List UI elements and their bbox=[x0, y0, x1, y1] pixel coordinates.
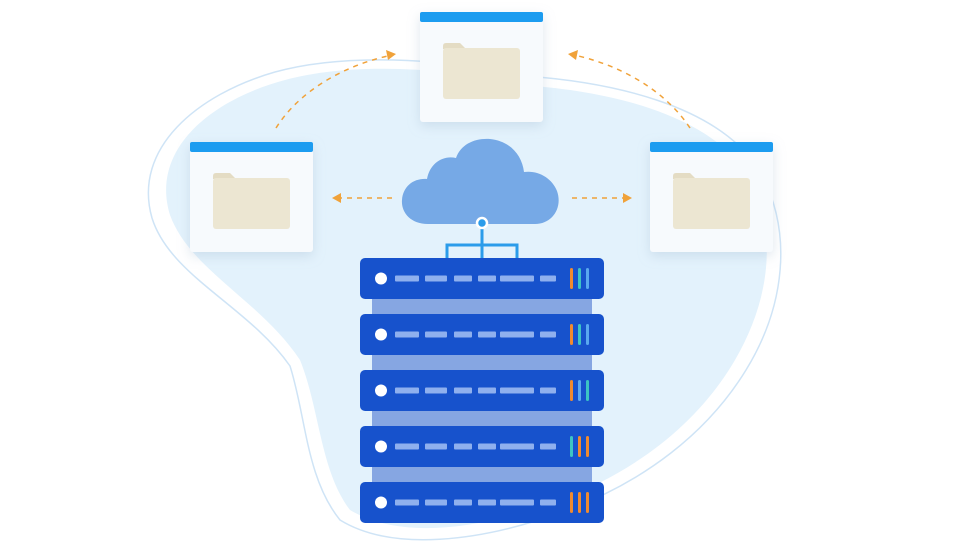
server-led bbox=[375, 496, 387, 509]
server-indicator-bar bbox=[578, 268, 581, 289]
server-slot bbox=[478, 275, 496, 282]
server-slot bbox=[478, 499, 496, 506]
server-slot bbox=[500, 331, 534, 338]
server-led bbox=[375, 328, 387, 341]
connector-node bbox=[475, 216, 489, 230]
server-indicator-bar bbox=[570, 380, 573, 401]
server-indicator-bar bbox=[586, 268, 589, 289]
server-indicator-bar bbox=[578, 492, 581, 513]
server-indicator-bar bbox=[570, 436, 573, 457]
server-slot bbox=[540, 275, 556, 282]
server-indicator-bar bbox=[586, 492, 589, 513]
server-slot bbox=[425, 331, 447, 338]
server-led bbox=[375, 384, 387, 397]
arrow-left-to-top bbox=[275, 54, 393, 129]
server-slot bbox=[478, 331, 496, 338]
server-led bbox=[375, 440, 387, 453]
arrow-head-cloud-to-right bbox=[623, 193, 632, 203]
folder-icon bbox=[213, 173, 290, 229]
server-slot bbox=[454, 499, 472, 506]
folder-window-top bbox=[420, 12, 543, 122]
server-slot bbox=[395, 275, 419, 282]
server-slot bbox=[425, 443, 447, 450]
folder-icon bbox=[443, 43, 520, 99]
arrow-head-right-to-top bbox=[568, 50, 578, 60]
server-slot bbox=[425, 275, 447, 282]
arrow-right-to-top bbox=[573, 54, 691, 129]
folder-icon bbox=[673, 173, 750, 229]
server-indicator-bar bbox=[570, 492, 573, 513]
server-slot bbox=[540, 499, 556, 506]
server-indicator-bar bbox=[578, 380, 581, 401]
folder-window-right bbox=[650, 142, 773, 252]
server-unit bbox=[360, 314, 604, 355]
server-unit bbox=[360, 482, 604, 523]
arrow-head-left-to-top bbox=[386, 50, 396, 60]
server-slot bbox=[540, 387, 556, 394]
server-slot bbox=[395, 499, 419, 506]
server-led bbox=[375, 272, 387, 285]
server-slot bbox=[395, 387, 419, 394]
server-slot bbox=[395, 443, 419, 450]
server-slot bbox=[454, 443, 472, 450]
server-indicator-bar bbox=[578, 324, 581, 345]
server-indicator-bar bbox=[570, 268, 573, 289]
server-unit bbox=[360, 426, 604, 467]
server-slot bbox=[500, 275, 534, 282]
server-slot bbox=[500, 387, 534, 394]
folder-window-left bbox=[190, 142, 313, 252]
server-slot bbox=[454, 387, 472, 394]
server-slot bbox=[454, 331, 472, 338]
cloud-icon bbox=[401, 138, 559, 224]
server-slot bbox=[500, 499, 534, 506]
arrow-head-cloud-to-left bbox=[332, 193, 341, 203]
server-rack-icon bbox=[360, 258, 604, 523]
cloud-server-connector bbox=[445, 216, 519, 262]
server-slot bbox=[500, 443, 534, 450]
sync-arrows bbox=[275, 50, 691, 203]
server-indicator-bar bbox=[586, 436, 589, 457]
server-unit bbox=[360, 258, 604, 299]
server-indicator-bar bbox=[570, 324, 573, 345]
server-slot bbox=[425, 499, 447, 506]
server-slot bbox=[540, 443, 556, 450]
server-unit bbox=[360, 370, 604, 411]
server-slot bbox=[478, 387, 496, 394]
server-slot bbox=[425, 387, 447, 394]
server-slot bbox=[478, 443, 496, 450]
server-indicator-bar bbox=[586, 324, 589, 345]
server-indicator-bar bbox=[586, 380, 589, 401]
server-indicator-bar bbox=[578, 436, 581, 457]
server-slot bbox=[395, 331, 419, 338]
server-slot bbox=[454, 275, 472, 282]
server-slot bbox=[540, 331, 556, 338]
